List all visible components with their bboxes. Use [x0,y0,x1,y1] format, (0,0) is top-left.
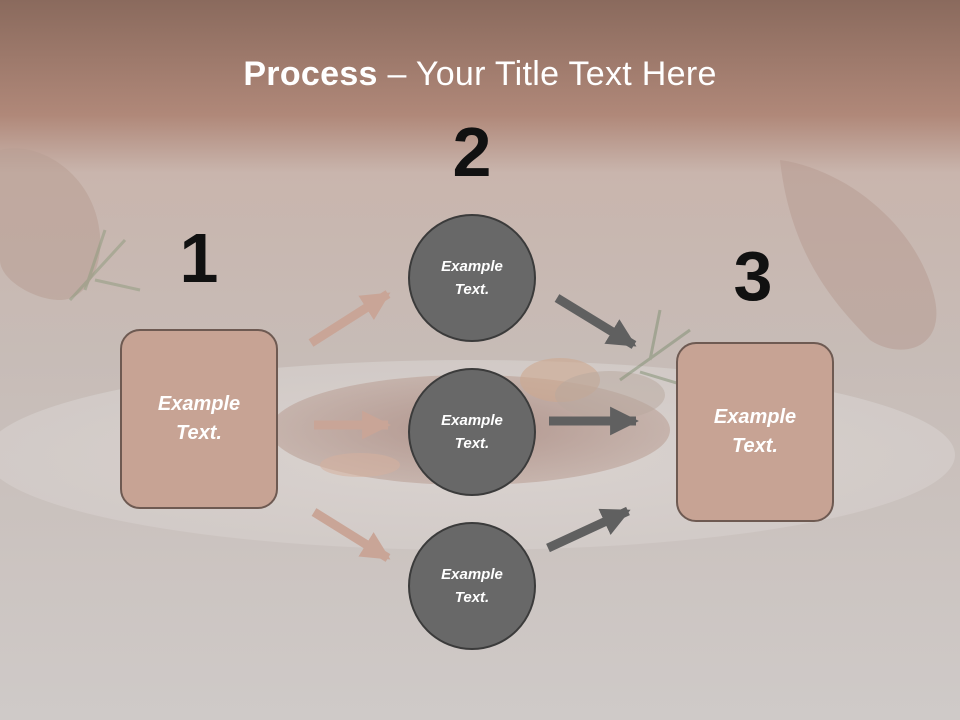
step-2-circle-bottom: Example Text. [408,522,536,650]
step-2-circle-middle: Example Text. [408,368,536,496]
step-number-3: 3 [733,237,773,315]
arrow-left-down [311,508,391,562]
arrow-right-up [554,294,637,349]
page-title: Process – Your Title Text Here [0,52,960,96]
step-number-1: 1 [179,219,219,297]
step-number-2: 2 [452,113,492,191]
arrow-right-down [546,506,631,553]
title-bold: Process [243,55,378,93]
step-3-box: Example Text. [676,342,834,522]
title-rest: – Your Title Text Here [377,55,717,93]
arrow-left-up [308,290,391,347]
step-2-circle-top: Example Text. [408,214,536,342]
step-1-box: Example Text. [120,329,278,509]
